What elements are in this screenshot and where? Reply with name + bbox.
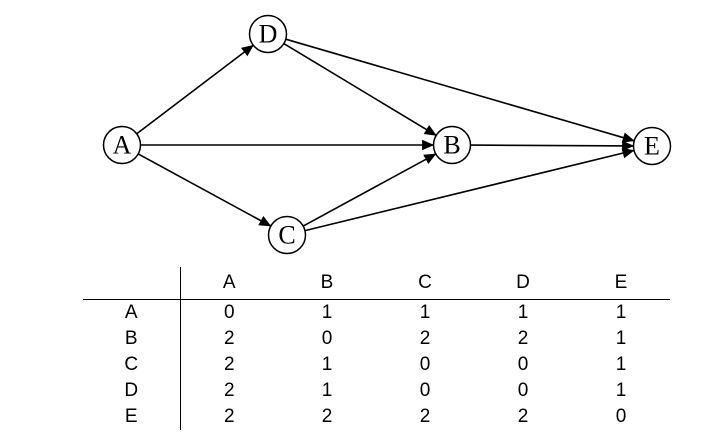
edge-C-B [302, 153, 437, 227]
cell-E-B: 2 [321, 406, 333, 427]
node-circle-C [267, 215, 307, 255]
cell-A-C: 1 [419, 302, 431, 323]
edge-D-E [285, 38, 635, 143]
row-label-D: D [83, 378, 181, 404]
table-row-A: A 0 1 1 1 1 [83, 299, 670, 326]
edges-layer [136, 38, 635, 232]
nodes-layer: A B C D E [102, 14, 672, 255]
col-header-B: B [278, 267, 376, 300]
cell-E-C: 2 [419, 406, 431, 427]
row-label-C: C [83, 352, 181, 378]
node-label-B: B [443, 131, 460, 160]
edge-A-D [136, 44, 254, 135]
table-row-C: C 2 1 0 0 1 [83, 352, 670, 378]
cell-C-D: 0 [517, 354, 529, 375]
edge-B-E [470, 140, 635, 152]
cell-A-A: 0 [223, 302, 235, 323]
node-label-C: C [278, 221, 295, 250]
cell-A-B: 1 [321, 302, 333, 323]
node-C: C [267, 215, 307, 255]
node-A: A [102, 125, 142, 165]
cell-C-C: 0 [419, 354, 431, 375]
row-label-A: A [83, 299, 181, 326]
node-label-D: D [259, 20, 278, 49]
node-circle-B [432, 125, 472, 165]
cell-C-E: 1 [615, 354, 627, 375]
node-circle-D [248, 14, 288, 54]
graph-diagram: A B C D E [102, 14, 672, 255]
cell-E-A: 2 [223, 406, 235, 427]
edge-D-B [283, 42, 437, 137]
node-B: B [432, 125, 472, 165]
node-circle-E [632, 126, 672, 166]
edge-A-C [137, 153, 272, 227]
cell-D-E: 1 [615, 380, 627, 401]
table-row-E: E 2 2 2 2 0 [83, 404, 670, 430]
node-label-A: A [113, 131, 132, 160]
cell-B-E: 1 [615, 328, 627, 349]
cell-D-A: 2 [223, 380, 235, 401]
node-E: E [632, 126, 672, 166]
cell-E-E: 0 [615, 406, 627, 427]
corner-cell [83, 267, 181, 300]
col-header-E: E [572, 267, 670, 300]
node-circle-A [102, 125, 142, 165]
cell-A-E: 1 [615, 302, 627, 323]
cell-B-D: 2 [517, 328, 529, 349]
row-label-B: B [83, 326, 181, 352]
col-header-C: C [376, 267, 474, 300]
table-row-B: B 2 0 2 2 1 [83, 326, 670, 352]
cell-D-C: 0 [419, 380, 431, 401]
node-D: D [248, 14, 288, 54]
cell-B-B: 0 [321, 328, 333, 349]
edge-C-E [304, 147, 635, 232]
cell-C-B: 1 [321, 354, 333, 375]
row-label-E: E [83, 404, 181, 430]
cell-A-D: 1 [517, 302, 529, 323]
col-header-A: A [180, 267, 278, 300]
cell-D-B: 1 [321, 380, 333, 401]
cell-E-D: 2 [517, 406, 529, 427]
node-label-E: E [644, 132, 660, 161]
col-header-D: D [474, 267, 572, 300]
cell-B-C: 2 [419, 328, 431, 349]
cell-D-D: 0 [517, 380, 529, 401]
table-row-D: D 2 1 0 0 1 [83, 378, 670, 404]
cell-C-A: 2 [223, 354, 235, 375]
cell-B-A: 2 [223, 328, 235, 349]
